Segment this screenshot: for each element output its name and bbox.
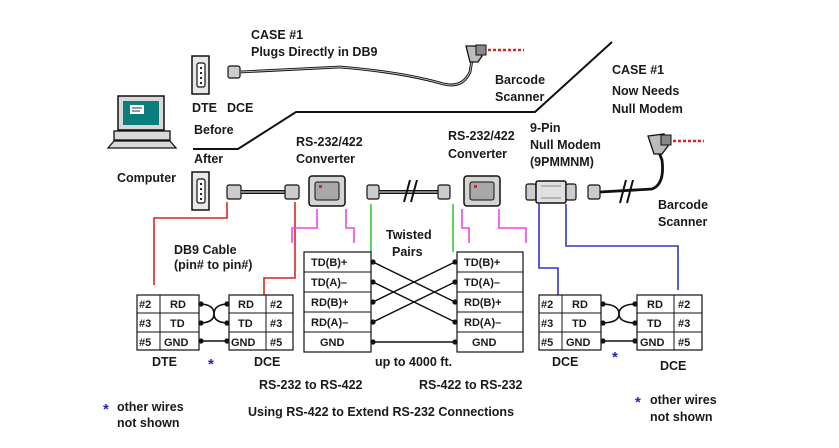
pin-table-left: #2 #3 #5 RD TD GND RD TD GND #2 #3 #5	[136, 294, 294, 351]
db9-wall-port-icon	[191, 55, 210, 95]
after-label: After	[194, 152, 223, 166]
leader-lines	[153, 202, 679, 301]
rs422-right-row-rd-a: RD(A)–	[464, 317, 501, 329]
pin-right-dce-a-3: #3	[541, 318, 553, 330]
pin-left-dte-3: #3	[139, 318, 151, 330]
computer-label: Computer	[117, 171, 176, 185]
rs422-right-row-gnd: GND	[472, 337, 497, 349]
rs232-422-converter-right-icon	[463, 175, 501, 207]
asterisk-footnote-left: *	[103, 401, 109, 418]
barcode-scanner-right-label-1: Barcode	[658, 198, 708, 212]
scanner-cable-direct	[227, 59, 474, 87]
null-modem-label-3: (9PMMNM)	[530, 155, 594, 169]
dte-label: DTE	[192, 101, 217, 115]
rs422-left-row-gnd: GND	[320, 337, 345, 349]
dce-label: DCE	[227, 101, 253, 115]
barcode-scanner-top-label-2: Scanner	[495, 90, 544, 104]
rs232-422-converter-left-icon	[308, 175, 346, 207]
sig-left-dce-td: TD	[238, 318, 253, 330]
rs422-left-row-rd-b: RD(B)+	[311, 297, 349, 309]
diagram-caption: Using RS-422 to Extend RS-232 Connection…	[248, 405, 514, 419]
footnote-right-1: other wires	[650, 393, 717, 407]
pin-right-dce-b-2: #2	[678, 299, 690, 311]
pin-table-right-dce-b-label: DCE	[660, 359, 686, 373]
converter-left-label-1: RS-232/422	[296, 135, 363, 149]
case1-right-title: CASE #1	[612, 63, 664, 77]
pin-left-dte-5: #5	[139, 337, 151, 349]
pin-left-dce-2: #2	[270, 299, 282, 311]
sig-left-dte-td: TD	[170, 318, 185, 330]
sig-right-dce-b-gnd: GND	[640, 337, 665, 349]
case1-top-subtitle: Plugs Directly in DB9	[251, 45, 377, 59]
db9-cable-label-2: (pin# to pin#)	[174, 258, 252, 272]
sig-right-dce-b-rd: RD	[647, 299, 663, 311]
twisted-pairs-label-1: Twisted	[386, 228, 432, 242]
sig-right-dce-a-rd: RD	[572, 299, 588, 311]
case1-right-line2: Now Needs	[612, 84, 679, 98]
before-label: Before	[194, 123, 234, 137]
rs422-right-row-rd-b: RD(B)+	[464, 297, 502, 309]
rs422-table-right: TD(B)+ TD(A)– RD(B)+ RD(A)– GND	[456, 251, 524, 353]
pin-right-dce-a-5: #5	[541, 337, 553, 349]
pin-table-right: #2 #3 #5 RD TD GND RD TD GND #2 #3 #5	[538, 294, 703, 351]
null-modem-label-1: 9-Pin	[530, 121, 561, 135]
pin-right-dce-b-5: #5	[678, 337, 690, 349]
case1-top-title: CASE #1	[251, 28, 303, 42]
null-modem-label-2: Null Modem	[530, 138, 601, 152]
barcode-scanner-top-label-1: Barcode	[495, 73, 545, 87]
rs422-to-rs232-label: RS-422 to RS-232	[419, 378, 523, 392]
footnote-left-1: other wires	[117, 400, 184, 414]
rs422-table-left: TD(B)+ TD(A)– RD(B)+ RD(A)– GND	[303, 251, 372, 353]
twisted-pair-cable-left-icon	[366, 179, 451, 203]
sig-left-dte-rd: RD	[170, 299, 186, 311]
barcode-scanner-icon-top	[465, 44, 524, 63]
pin-left-dce-5: #5	[270, 337, 282, 349]
asterisk-middle-right: *	[612, 349, 618, 366]
converter-left-label-2: Converter	[296, 152, 355, 166]
barcode-scanner-right-label-2: Scanner	[658, 215, 707, 229]
sig-right-dce-a-td: TD	[572, 318, 587, 330]
footnote-left-2: not shown	[117, 416, 180, 430]
converter-right-label-2: Converter	[448, 147, 507, 161]
pin-table-left-dte-label: DTE	[152, 355, 177, 369]
db9-cable-label-1: DB9 Cable	[174, 243, 237, 257]
null-modem-adapter-icon	[525, 180, 577, 204]
converter-right-label-1: RS-232/422	[448, 129, 515, 143]
before-after-divider	[193, 41, 613, 150]
pin-right-dce-b-3: #3	[678, 318, 690, 330]
pin-left-dte-2: #2	[139, 299, 151, 311]
pin-right-dce-a-2: #2	[541, 299, 553, 311]
rs422-left-row-td-b: TD(B)+	[311, 257, 347, 269]
distance-label: up to 4000 ft.	[375, 355, 452, 369]
db9-computer-port-icon	[191, 171, 210, 211]
pin-left-dce-3: #3	[270, 318, 282, 330]
db9-cable-icon	[226, 184, 300, 200]
footnote-right-2: not shown	[650, 410, 713, 424]
pin-table-left-dce-label: DCE	[254, 355, 280, 369]
pin-table-right-dce-a-label: DCE	[552, 355, 578, 369]
sig-right-dce-a-gnd: GND	[566, 337, 591, 349]
rs422-right-row-td-b: TD(B)+	[464, 257, 500, 269]
barcode-scanner-icon-right	[647, 133, 704, 155]
sig-left-dte-gnd: GND	[164, 337, 189, 349]
asterisk-footnote-right: *	[635, 394, 641, 411]
rs422-crossover-wires	[370, 259, 458, 345]
sig-left-dce-rd: RD	[238, 299, 254, 311]
computer-icon	[106, 95, 178, 149]
scanner-cable-right-icon	[587, 149, 664, 204]
twisted-pairs-label-2: Pairs	[392, 245, 423, 259]
rs422-right-row-td-a: TD(A)–	[464, 277, 500, 289]
rs232-to-rs422-label: RS-232 to RS-422	[259, 378, 363, 392]
asterisk-left: *	[208, 356, 214, 373]
rs422-left-row-rd-a: RD(A)–	[311, 317, 348, 329]
sig-left-dce-gnd: GND	[231, 337, 256, 349]
rs422-left-row-td-a: TD(A)–	[311, 277, 347, 289]
case1-right-line3: Null Modem	[612, 102, 683, 116]
sig-right-dce-b-td: TD	[647, 318, 662, 330]
